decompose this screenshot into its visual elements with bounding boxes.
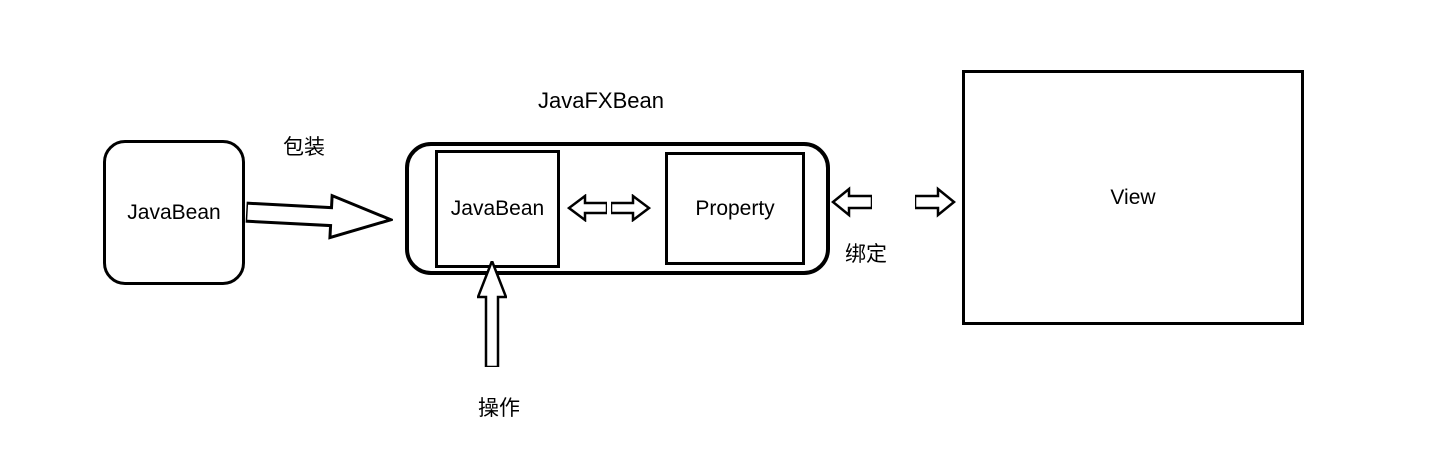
arrow-right-icon	[244, 188, 395, 246]
property-label: Property	[695, 196, 775, 220]
inner-javabean-box: JavaBean	[435, 150, 560, 268]
arrow-left-icon	[830, 186, 872, 218]
javabean-box: JavaBean	[103, 140, 245, 285]
wrap-label: 包装	[283, 136, 325, 159]
arrow-right-icon	[915, 186, 957, 218]
arrow-up-icon	[477, 261, 507, 367]
view-box: View	[962, 70, 1304, 325]
view-label: View	[1110, 185, 1156, 209]
javabean-label: JavaBean	[127, 200, 221, 224]
arrow-right-icon	[611, 194, 651, 222]
operation-label: 操作	[478, 397, 520, 420]
javafxbean-title: JavaFXBean	[538, 88, 664, 113]
property-box: Property	[665, 152, 805, 265]
binding-label: 绑定	[845, 243, 887, 266]
inner-javabean-label: JavaBean	[450, 197, 545, 220]
arrow-left-icon	[567, 194, 607, 222]
